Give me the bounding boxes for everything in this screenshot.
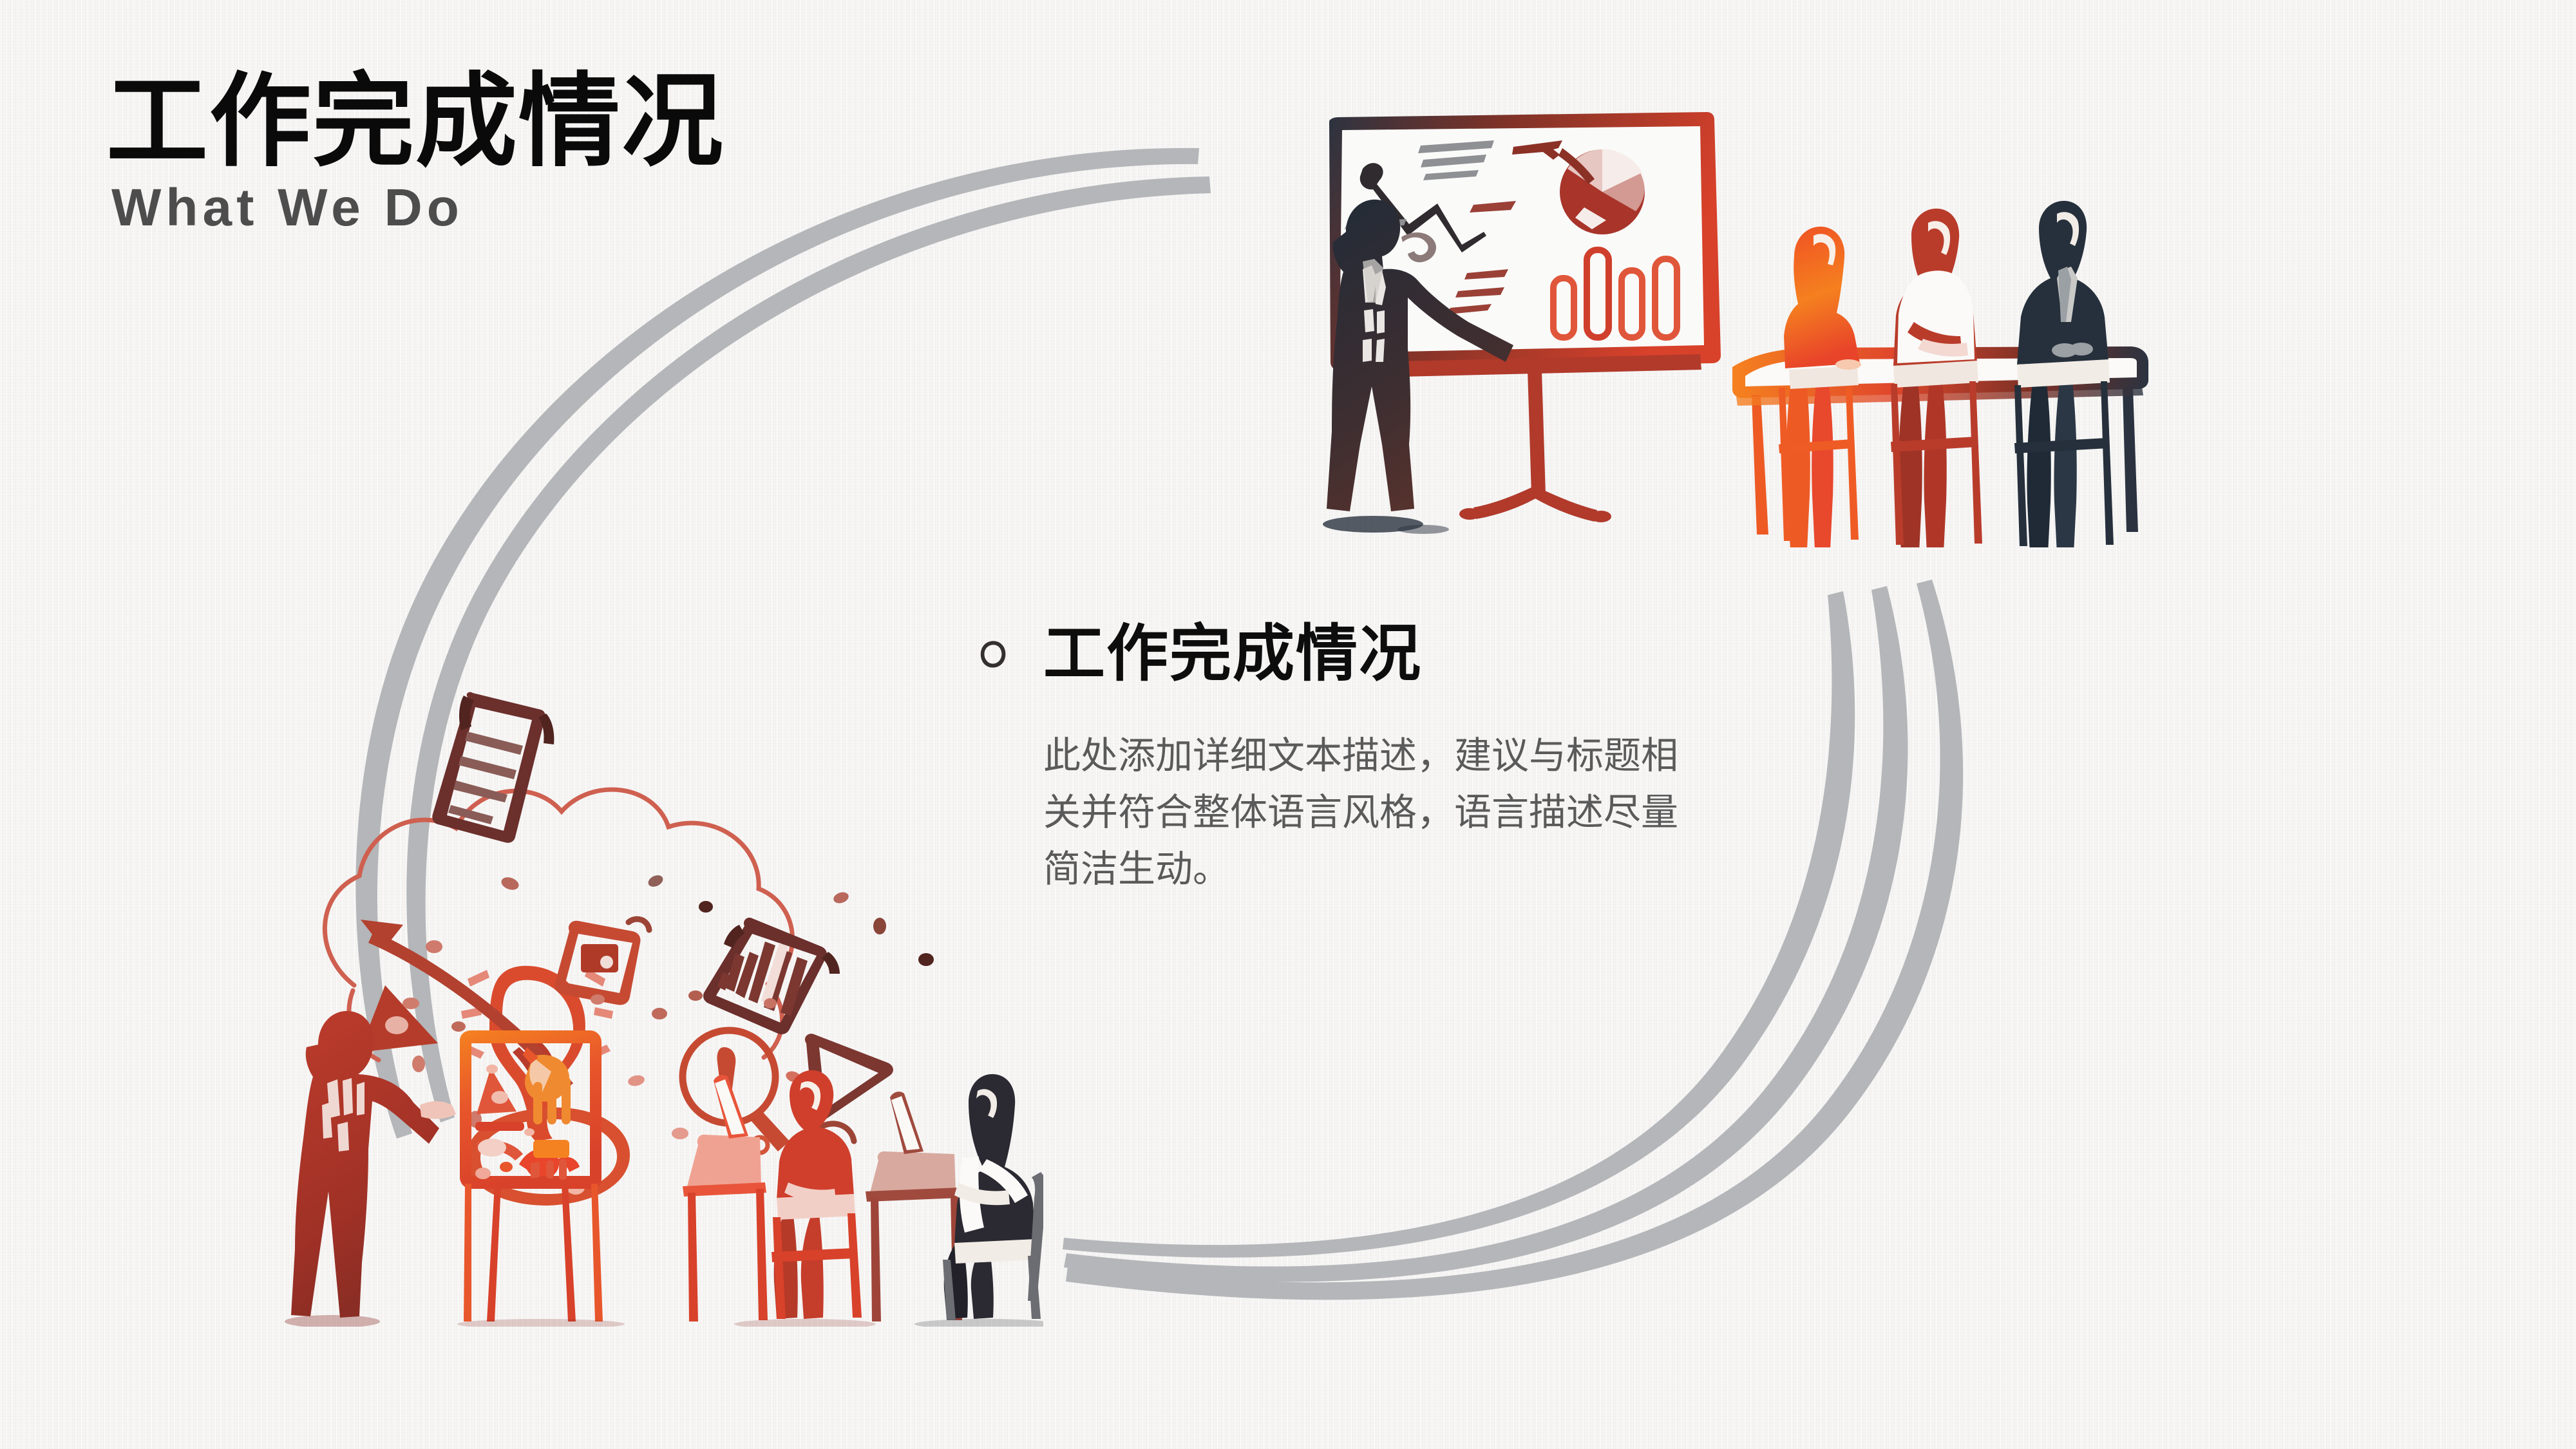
image-icon: [554, 920, 641, 1005]
page-title: 工作完成情况: [106, 65, 724, 178]
flipchart-board: [460, 1030, 603, 1321]
ground-shadows: [457, 1319, 1043, 1327]
team-brainstorm-illustration: [270, 683, 1043, 1327]
easel-stand: [1373, 354, 1701, 522]
document-icon: [432, 692, 554, 843]
title-block: 工作完成情况 What We Do: [106, 71, 1072, 234]
seated-audience-figure-red: [1891, 208, 1982, 547]
page-subtitle: What We Do: [111, 178, 464, 237]
content-heading-row: 工作完成情况: [979, 623, 1739, 685]
content-block: 工作完成情况 此处添加详细文本描述，建议与标题相关并符合整体语言风格，语言描述尽…: [979, 623, 1739, 898]
alert-triangle-icon: [359, 985, 438, 1052]
seated-figure-red-with-laptop: [683, 1070, 862, 1321]
seated-audience-figure-orange: [1779, 226, 1861, 547]
bar-chart-icon: [703, 917, 840, 1034]
bar-chart: [1550, 247, 1680, 341]
hand-drawn-circle-icon: [980, 641, 1006, 668]
presenter-figure: [1323, 199, 1513, 534]
seated-audience-figure-navy: [2014, 200, 2114, 547]
content-heading: 工作完成情况: [1043, 620, 1422, 688]
flipchart-content: [475, 1047, 571, 1180]
seated-figure-navy-with-laptop: [866, 1074, 1043, 1321]
standing-presenter-figure: [285, 1010, 456, 1327]
decorative-dots: [402, 875, 934, 1162]
content-body-text: 此处添加详细文本描述，建议与标题相关并符合整体语言风格，语言描述尽量简洁生动。: [1043, 735, 1679, 891]
business-presentation-illustration: [1301, 109, 2157, 547]
